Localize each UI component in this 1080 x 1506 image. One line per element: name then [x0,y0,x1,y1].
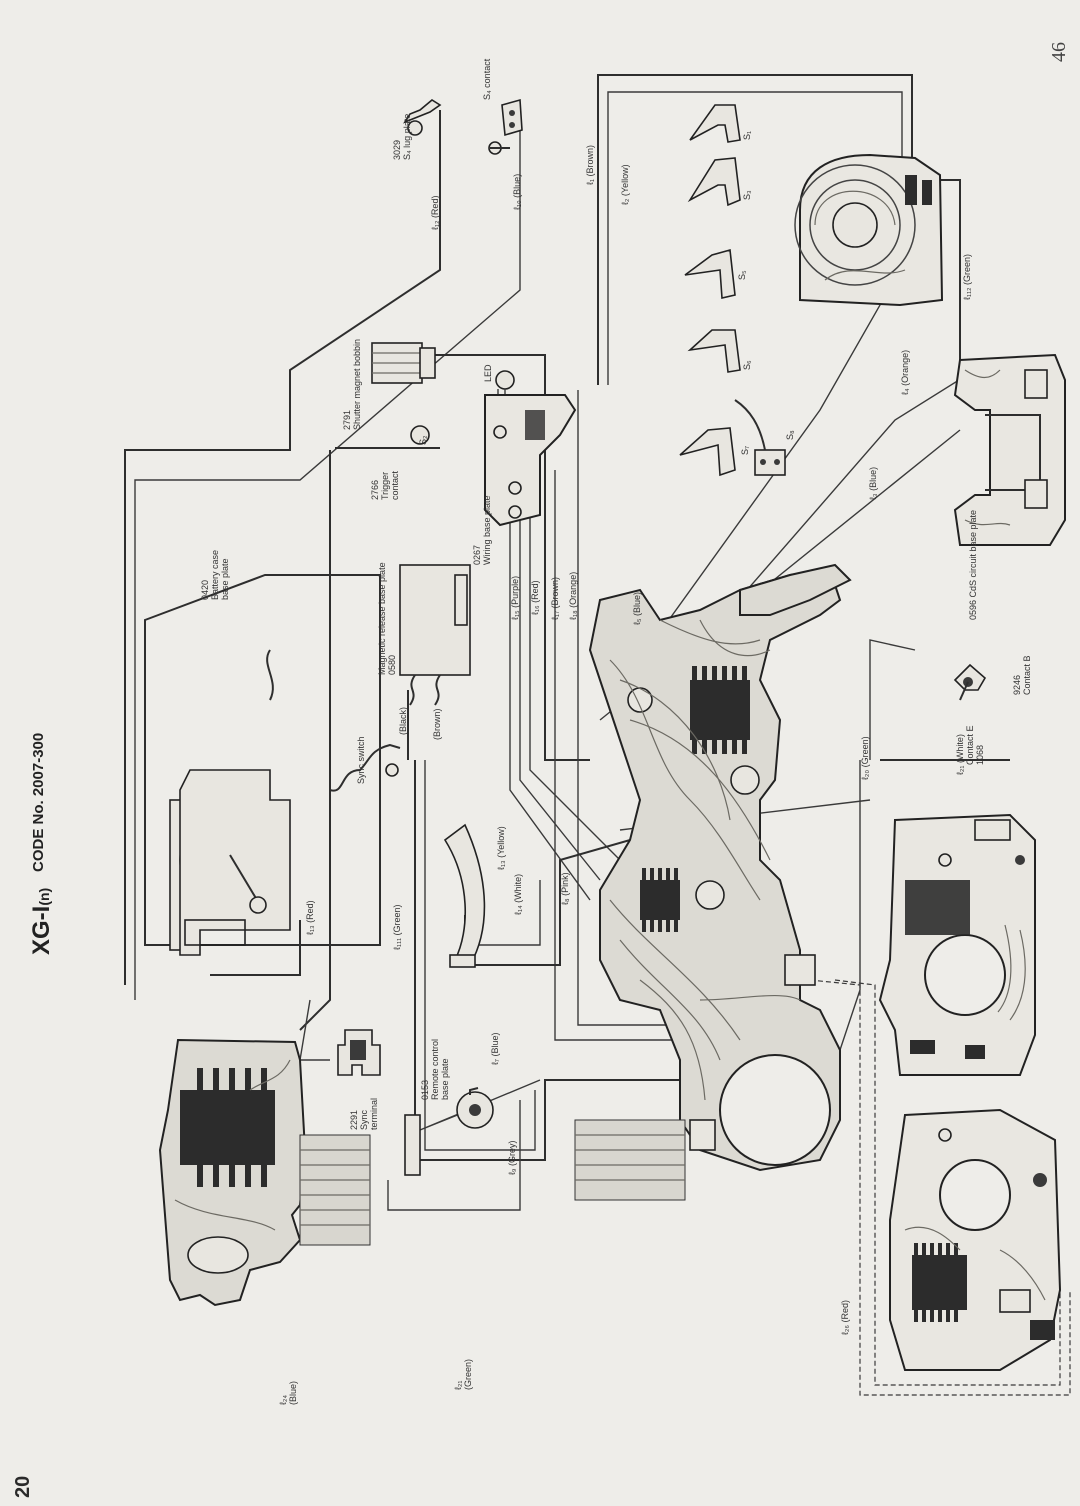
wire-l13-red: ℓ₁₃ (Red) [305,900,315,935]
battery-case-base-plate [144,574,381,956]
main-ribbon-cable [574,1119,686,1201]
label-s1: S₁ [742,130,752,140]
label-0596: 0596 CdS circuit base plate [968,509,978,620]
wire-l5-blue: ℓ₅ (Blue) [632,591,642,625]
label-9246: 9246 Contact B [1012,655,1032,695]
wire-l26-red: ℓ₂₆ (Red) [840,1299,850,1335]
contact-e-and-b [953,663,987,701]
s4-contact [488,98,523,155]
wire-l24-blue: ℓ₂₄ (Blue) [278,1380,298,1405]
wire-l111-green: ℓ₁₁₁ (Green) [392,904,402,950]
wire-black: (Black) [398,706,408,735]
label-2291: 2291 Sync terminal [349,1097,379,1130]
model-title: XG-I(n) [28,887,55,955]
label-s2: S₂ [418,435,428,446]
lower-right-board-b [889,1108,1062,1371]
wire-l15-purple: ℓ₁₅ (Purple) [510,575,520,620]
curved-contact-arm [443,823,486,968]
remote-control-base-plate [404,1087,494,1176]
label-1068: Contact E 1068 [965,725,985,765]
label-sync-switch: Sync switch [356,736,366,784]
led [495,370,515,405]
cds-circuit-base-plate [953,353,1066,546]
handwritten-page-note: 46 [1048,42,1070,62]
label-2766: 2766 Trigger contact [370,470,400,500]
main-flex-board [574,563,852,1201]
wire-l21-white: ℓ₂₁ (White) [955,734,965,775]
wire-l20-green: ℓ₂₀ (Green) [860,736,870,780]
wire-l16-red: ℓ₁₆ (Red) [530,580,540,615]
wire-l14-white: ℓ₁₄ (White) [513,873,523,915]
wire-l9-grey: ℓ₉ (Grey) [507,1140,517,1175]
wire-l112-green: ℓ₁₁₂ (Green) [962,254,972,300]
wiring-base-plate [484,394,577,527]
wire-l17-brown: ℓ₁₇ (Brown) [550,576,560,620]
label-0267: 0267 Wiring base plate [472,495,492,565]
code-number: CODE No. 2007-300 [30,732,47,872]
label-2791: 2791 Shutter magnet bobbin [342,338,362,430]
label-0153: 0153 Remote control base plate [420,1038,450,1100]
lower-right-board-a [878,813,1036,1076]
magnetic-release-plate [399,564,471,706]
sync-terminal [337,1029,381,1076]
label-s4-contact: S₄ contact [482,58,492,100]
label-s7: S₇ [740,445,750,455]
s4-lug-plate [403,99,442,136]
wire-l18-orange: ℓ₁₈ (Orange) [568,571,578,620]
shutter-magnet-bobbin [371,342,436,384]
wire-l7-blue: ℓ₇ (Blue) [490,1032,500,1065]
switch-contacts [679,104,786,477]
label-s3: S₃ [742,190,752,200]
wire-l3-blue: ℓ₃ (Blue) [868,466,878,500]
label-led: LED [483,364,493,382]
sync-switch [329,743,401,792]
label-s8: S₈ [785,430,795,440]
wire-brown: (Brown) [432,708,442,740]
left-ribbon-cable [299,1134,371,1246]
label-s5: S₅ [737,270,747,280]
label-0420: 0420 Battery case base plate [200,549,230,600]
dial-board [794,153,944,307]
trigger-contact [335,425,440,449]
wire-l12-red: ℓ₁₂ (Red) [430,195,440,230]
wire-l8-pink: ℓ₈ (Pink) [560,872,570,905]
left-ic-board [158,1038,371,1307]
label-3029: 3029 S₄ lug plate [392,113,412,160]
wire-l10-blue: ℓ₁₀ (Blue) [512,173,522,210]
label-s6: S₆ [742,360,752,370]
wire-l1-brown: ℓ₁ (Brown) [585,145,595,185]
wire-l2-yellow: ℓ₂ (Yellow) [620,164,630,205]
page-number: 20 [12,1475,34,1498]
wire-l21-green: ℓ₂₁ (Green) [453,1358,473,1390]
wire-l13-yellow: ℓ₁₃ (Yellow) [496,826,506,870]
label-0580: Magnetic release base plate 0580 [377,562,397,675]
wire-l4-orange: ℓ₄ (Orange) [900,349,910,395]
